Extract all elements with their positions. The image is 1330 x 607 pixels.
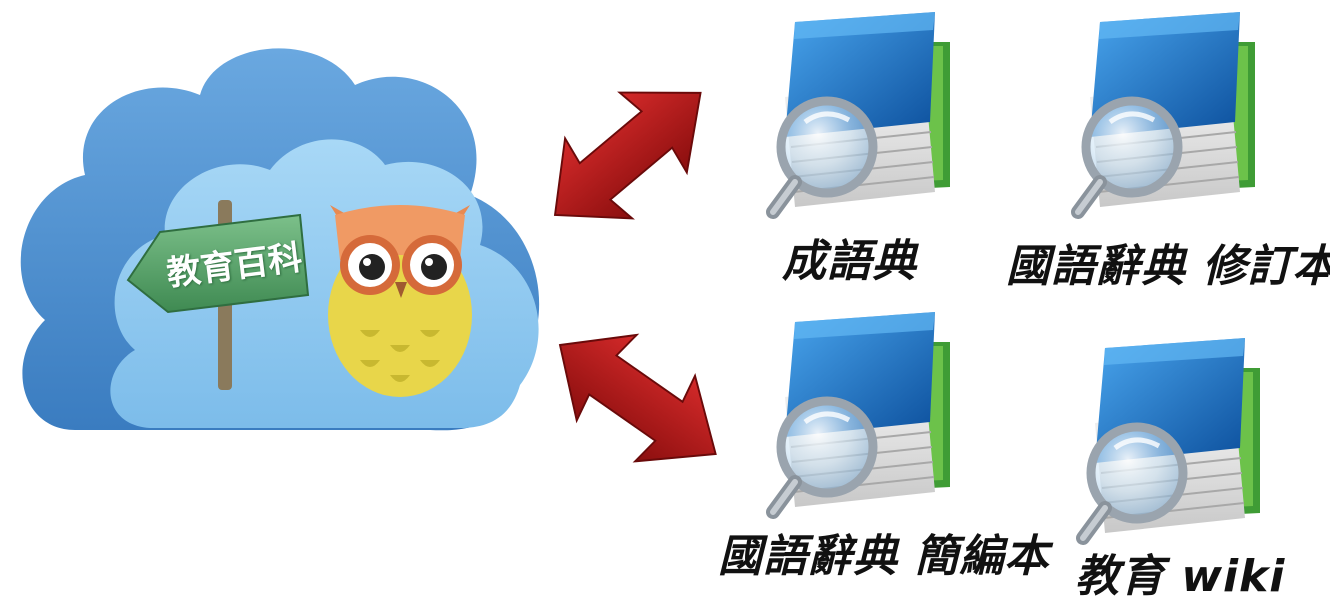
owl-mascot-icon (328, 205, 472, 397)
book-search-icon-concise (773, 312, 950, 512)
double-arrow-bottom (529, 301, 747, 498)
dictionary-label-idiom: 成語典 (782, 236, 917, 287)
dictionary-label-revised: 國語辭典 修訂本 (1006, 241, 1330, 292)
signpost-icon (126, 200, 310, 390)
dictionary-label-wiki: 教育 wiki (1075, 551, 1286, 602)
book-search-icon-revised (1078, 12, 1255, 212)
book-search-icon-idiom (773, 12, 950, 212)
book-search-icon-wiki (1083, 338, 1260, 538)
dictionary-label-concise: 國語辭典 簡編本 (718, 531, 1050, 582)
double-arrow-top (520, 51, 736, 256)
